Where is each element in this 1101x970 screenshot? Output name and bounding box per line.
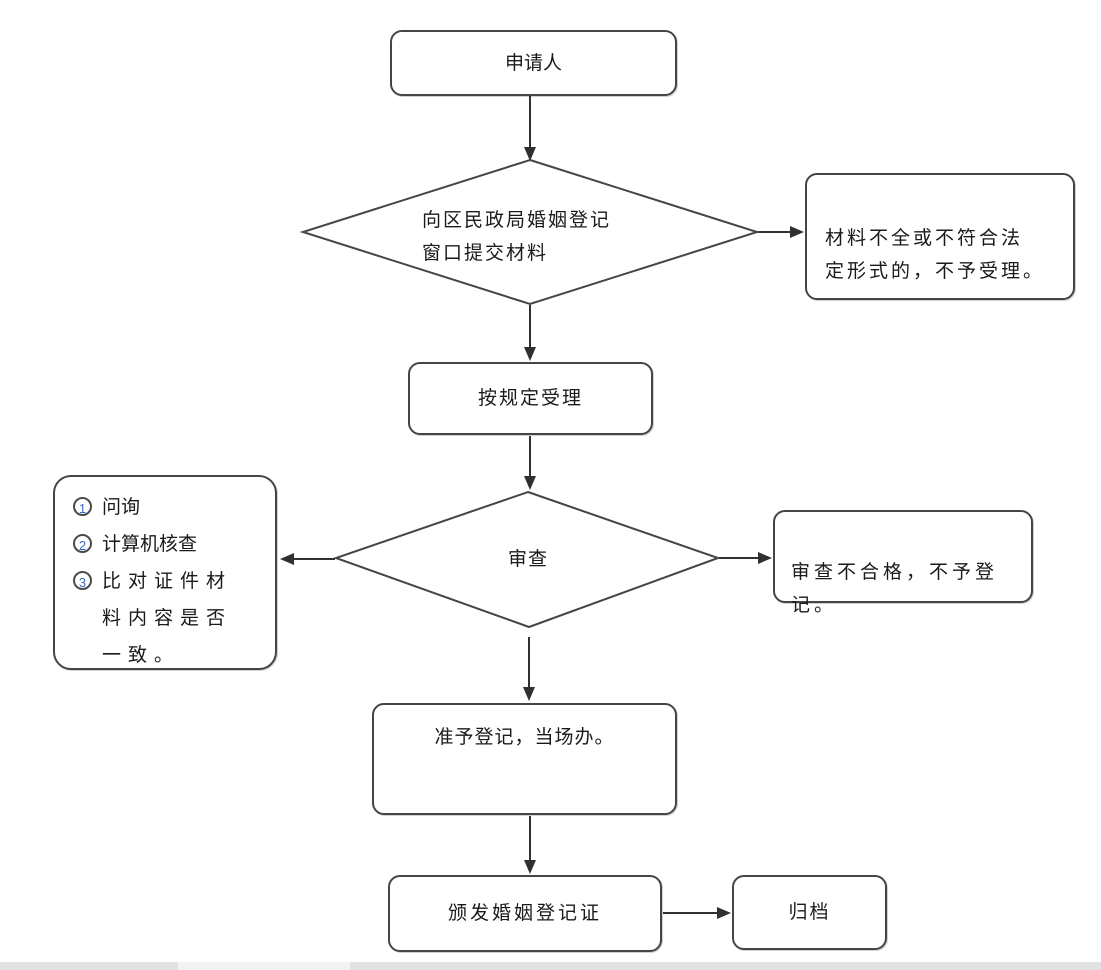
method-1-label: 问询 — [102, 497, 141, 518]
arrow-submit-to-reject-materials — [758, 226, 804, 238]
approve-label: 准予登记，当场办。 — [434, 727, 615, 748]
method-3-label: 比对证件材 料内容是否 一致。 — [102, 571, 233, 666]
reject-materials-label: 材料不全或不符合法 定形式的，不予受理。 — [825, 228, 1046, 282]
archive-label: 归档 — [788, 902, 831, 923]
node-reject-review: 审查不合格，不予登 记。 — [773, 510, 1033, 616]
arrow-issue-to-archive — [663, 907, 731, 919]
diamond-submit-materials — [299, 158, 761, 306]
node-accept: 按规定受理 — [408, 362, 653, 435]
accept-label: 按规定受理 — [477, 388, 583, 409]
circled-number-2-icon: 2 — [73, 534, 92, 553]
issue-label: 颁发婚姻登记证 — [447, 903, 602, 924]
circled-number-3-icon: 3 — [73, 571, 92, 590]
circled-number-1-icon: 1 — [73, 497, 92, 516]
arrow-submit-to-accept — [524, 305, 536, 361]
node-reject-materials: 材料不全或不符合法 定形式的，不予受理。 — [805, 173, 1075, 300]
arrow-accept-to-review — [524, 436, 536, 490]
diamond-review — [332, 490, 721, 629]
arrow-approve-to-issue — [524, 816, 536, 874]
applicant-label: 申请人 — [504, 52, 562, 74]
arrow-review-to-reject-review — [719, 552, 772, 564]
node-issue: 颁发婚姻登记证 — [388, 875, 662, 952]
reject-review-label: 审查不合格，不予登 记。 — [791, 562, 999, 616]
arrow-review-to-methods — [280, 553, 335, 565]
node-approve: 准予登记，当场办。 — [372, 703, 677, 815]
method-2-label: 计算机核查 — [102, 534, 198, 555]
arrow-applicant-to-submit — [524, 96, 536, 161]
submit-materials-label: 向区民政局婚姻登记 窗口提交材料 — [422, 210, 612, 264]
review-label: 审查 — [507, 549, 548, 570]
node-review-methods: 1 问询 2 计算机核查 3 比对证件材 料内容是否 一致。 — [53, 475, 277, 670]
method-item-3: 3 比对证件材 料内容是否 一致。 — [71, 563, 275, 674]
method-item-1: 1 问询 — [71, 489, 275, 526]
horizontal-scrollbar-thumb[interactable] — [178, 962, 350, 970]
node-applicant: 申请人 — [390, 30, 677, 96]
arrow-review-to-approve — [523, 637, 535, 701]
method-item-2: 2 计算机核查 — [71, 526, 275, 563]
horizontal-scrollbar-track[interactable] — [0, 962, 1101, 970]
node-archive: 归档 — [732, 875, 887, 950]
